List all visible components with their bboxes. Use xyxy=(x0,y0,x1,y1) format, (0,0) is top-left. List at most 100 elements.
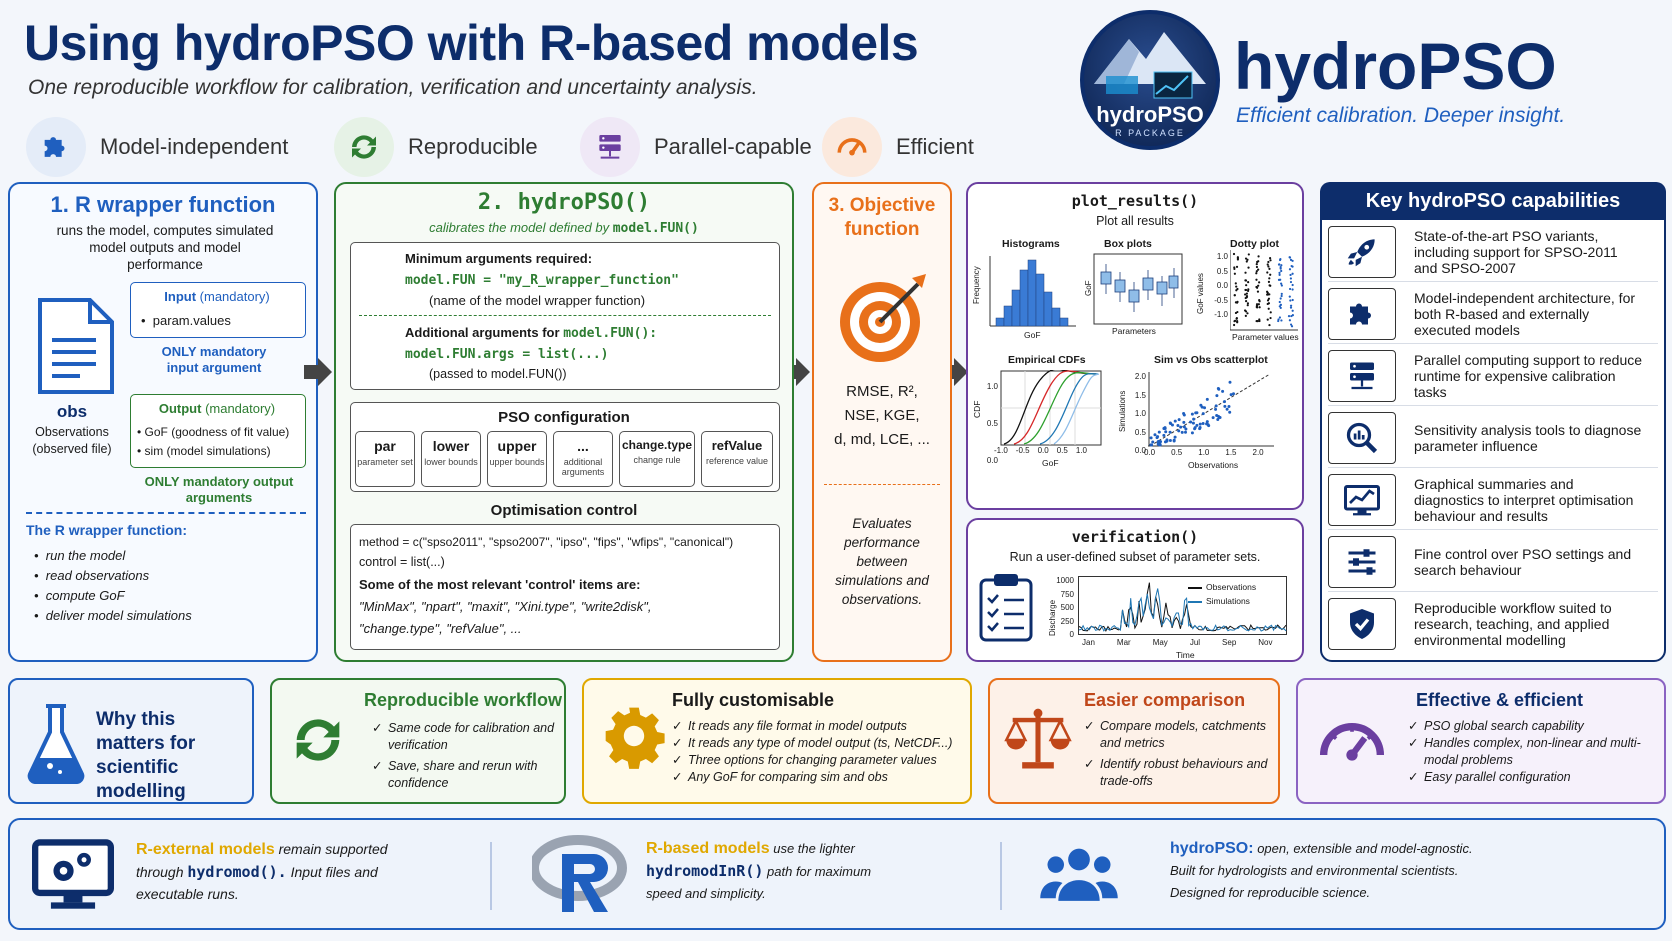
reproducible-title: Reproducible workflow xyxy=(364,690,563,710)
obs-label: obs xyxy=(56,402,88,421)
verification-series xyxy=(1078,588,1287,632)
opt-line1: method = c("spso2011", "spso2007", "ipso… xyxy=(359,535,734,549)
dotty-point xyxy=(1280,264,1283,267)
scatter-point xyxy=(1153,433,1157,437)
output-item: • GoF (goodness of fit value) xyxy=(137,425,290,439)
scatter-point xyxy=(1182,425,1186,429)
list-item: PSO global search capability xyxy=(1408,718,1658,735)
dotty-point xyxy=(1266,293,1269,296)
scatter-point xyxy=(1228,380,1232,384)
dotty-point xyxy=(1279,265,1282,269)
logo-text: hydroPSO xyxy=(1096,102,1204,127)
plot-results-title: plot_results() xyxy=(1071,192,1199,210)
list-item: It reads any file format in model output… xyxy=(672,718,968,735)
dotty-point xyxy=(1269,259,1272,262)
boxplot-chart xyxy=(1093,253,1183,325)
dotty-point xyxy=(1256,320,1259,323)
list-item: Handles complex, non-linear and multi-mo… xyxy=(1408,735,1658,769)
why-title: Why this matters for scientific modellin… xyxy=(96,709,196,802)
reproducible-list: Same code for calibration and verificati… xyxy=(372,720,558,792)
dotty-point xyxy=(1288,268,1292,271)
ecdf-title: Empirical CDFs xyxy=(1008,354,1086,366)
input-title: Input (mandatory) xyxy=(164,289,270,304)
scatter-point xyxy=(1158,443,1162,447)
box-title: Box plots xyxy=(1104,238,1152,250)
dotty-point xyxy=(1269,316,1272,320)
scatter-point xyxy=(1156,435,1160,439)
min-title: Minimum arguments required: xyxy=(405,251,593,266)
dotty-point xyxy=(1233,323,1236,327)
capability-item: Parallel computing support to reduce run… xyxy=(1328,346,1658,406)
dotty-point xyxy=(1291,259,1294,262)
footer-panel: R-external models remain supported throu… xyxy=(8,818,1666,930)
obs-desc: Observations (observed file) xyxy=(32,425,112,456)
scatter-point xyxy=(1156,440,1160,444)
dotty-point xyxy=(1233,294,1236,297)
dotty-point xyxy=(1267,265,1270,268)
dotty-point xyxy=(1258,300,1261,303)
scatter-point xyxy=(1195,423,1199,427)
scatter-point xyxy=(1168,430,1172,434)
histogram-chart xyxy=(989,256,1076,327)
dotty-point xyxy=(1278,258,1282,262)
dotty-title: Dotty plot xyxy=(1230,238,1279,250)
sliders-icon xyxy=(1328,535,1396,588)
list-item: Easy parallel configuration xyxy=(1408,769,1658,786)
opt-line2: control = list(...) xyxy=(359,555,445,569)
dotty-point xyxy=(1280,294,1283,298)
scatter-point xyxy=(1164,430,1168,434)
fn-title: The R wrapper function: xyxy=(26,522,187,538)
dotty-point xyxy=(1258,318,1261,321)
scatter-point xyxy=(1199,403,1203,407)
pso-item-additional: ...additional arguments xyxy=(553,431,613,487)
dotty-point xyxy=(1236,321,1239,324)
magnifier-chart-icon xyxy=(1328,411,1396,464)
dotty-point xyxy=(1291,298,1294,302)
brand-name: hydroPSO xyxy=(1234,29,1557,103)
comparison-title: Easier comparison xyxy=(1084,690,1246,710)
feature-reproducible: Reproducible xyxy=(334,112,538,182)
customisable-title: Fully customisable xyxy=(672,690,835,710)
gauge-icon xyxy=(822,117,882,177)
scatter-xlabel: Observations xyxy=(1188,460,1239,470)
capability-item: Model-independent architecture, for both… xyxy=(1328,284,1658,344)
dotty-point xyxy=(1289,277,1292,280)
comparison-list: Compare models, catchments and metrics I… xyxy=(1084,718,1274,790)
rocket-icon xyxy=(1328,225,1396,278)
dotty-point xyxy=(1291,283,1294,287)
scatter-point xyxy=(1191,421,1195,425)
dotty-point xyxy=(1255,263,1258,266)
scatter-point xyxy=(1177,429,1181,433)
dotty-point xyxy=(1279,297,1282,300)
dotty-point xyxy=(1244,257,1248,260)
freq-label: Frequency xyxy=(972,266,981,304)
scatter-point xyxy=(1170,423,1174,427)
wrapper-desc: runs the model, computes simulated model… xyxy=(56,223,274,272)
min-note: (name of the model wrapper function) xyxy=(429,293,646,308)
hydropso-title: 2. hydroPSO() xyxy=(477,190,651,215)
hist-title: Histograms xyxy=(1002,238,1060,250)
list-item: • compute GoF xyxy=(34,588,125,603)
input-box: Input (mandatory) • param.values xyxy=(130,282,306,338)
capability-item: Fine control over PSO settings and searc… xyxy=(1328,532,1658,592)
scatter-point xyxy=(1232,392,1236,396)
dotty-point xyxy=(1257,284,1260,287)
arrow-right-icon xyxy=(304,358,332,386)
dotty-point xyxy=(1258,306,1261,309)
dotty-point xyxy=(1278,300,1281,304)
dotty-point xyxy=(1280,292,1283,295)
feature-model-independent: Model-independent xyxy=(26,112,288,182)
why-card: Why this matters for scientific modellin… xyxy=(8,678,254,804)
scatter-point xyxy=(1198,427,1202,431)
dotty-point xyxy=(1267,280,1271,283)
scatter-point xyxy=(1190,431,1194,435)
opt-note: Some of the most relevant 'control' item… xyxy=(359,577,641,592)
scatter-point xyxy=(1159,440,1163,444)
reproducible-card: Reproducible workflow Same code for cali… xyxy=(270,678,566,804)
dotty-point xyxy=(1247,253,1250,256)
dotty-point xyxy=(1269,257,1272,260)
puzzle-icon xyxy=(1328,287,1396,340)
